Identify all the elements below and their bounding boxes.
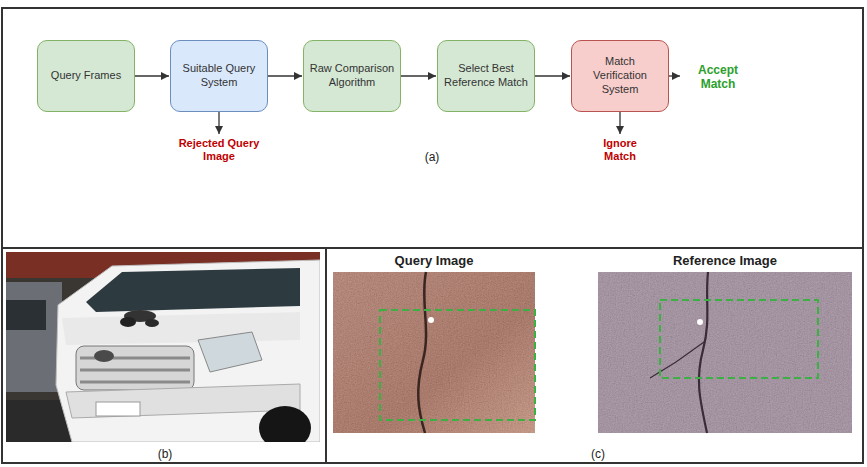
- panel-divider: [325, 248, 327, 463]
- outcome-arrow: [669, 75, 680, 76]
- box-text: Query Frames: [51, 69, 121, 83]
- process-box: Raw Comparison Algorithm: [303, 40, 401, 112]
- panel-divider: [2, 247, 863, 249]
- panel-label: (b): [145, 447, 185, 461]
- flow-arrow: [401, 75, 436, 76]
- grille-bar: [80, 381, 190, 384]
- crack: [699, 272, 708, 433]
- query-texture: [333, 272, 535, 433]
- process-box: Query Frames: [37, 40, 135, 112]
- brand-badge: [94, 350, 114, 362]
- parked-car: [6, 282, 62, 392]
- van-grille: [76, 346, 194, 390]
- reject-label: Rejected Query Image: [178, 137, 260, 163]
- panel-frame: [2, 8, 863, 463]
- verification-box: Match Verification System: [571, 40, 669, 112]
- hood-object: [145, 319, 159, 327]
- process-box: Select Best Reference Match: [437, 40, 535, 112]
- headlight: [198, 332, 262, 372]
- ignore-label: Ignore Match: [589, 137, 651, 163]
- box-text: Match Verification System: [577, 55, 663, 96]
- query-grain: [333, 272, 535, 433]
- van-wheel: [259, 406, 311, 442]
- crack-branch: [650, 342, 704, 378]
- filter-box: Suitable Query System: [170, 40, 268, 112]
- van-windshield: [86, 268, 300, 312]
- white-dot: [428, 317, 434, 323]
- box-text: Suitable Query System: [176, 62, 262, 90]
- flow-arrow: [268, 75, 302, 76]
- white-dot: [697, 319, 703, 325]
- image-heading: Reference Image: [625, 253, 825, 269]
- panel-label: (c): [578, 447, 618, 461]
- crack: [418, 272, 426, 433]
- match-region: [380, 310, 535, 420]
- box-text: Raw Comparison Algorithm: [309, 62, 395, 90]
- flow-arrow: [135, 75, 169, 76]
- hood-object: [120, 317, 136, 327]
- van-hood: [62, 312, 300, 345]
- outcome-arrow: [218, 112, 219, 134]
- accept-label: Accept Match: [683, 63, 753, 92]
- bumper: [66, 384, 300, 418]
- reference-grain: [598, 272, 852, 433]
- outcome-arrow: [619, 112, 620, 134]
- parked-car-window: [6, 300, 46, 330]
- grille-bar: [80, 369, 190, 372]
- match-region: [660, 300, 818, 378]
- box-text: Select Best Reference Match: [443, 62, 529, 90]
- flow-arrow: [535, 75, 570, 76]
- number-plate: [96, 402, 140, 416]
- reference-texture: [598, 272, 852, 433]
- van-photo: [6, 252, 320, 442]
- panel-label: (a): [412, 150, 452, 164]
- image-heading: Query Image: [354, 253, 514, 269]
